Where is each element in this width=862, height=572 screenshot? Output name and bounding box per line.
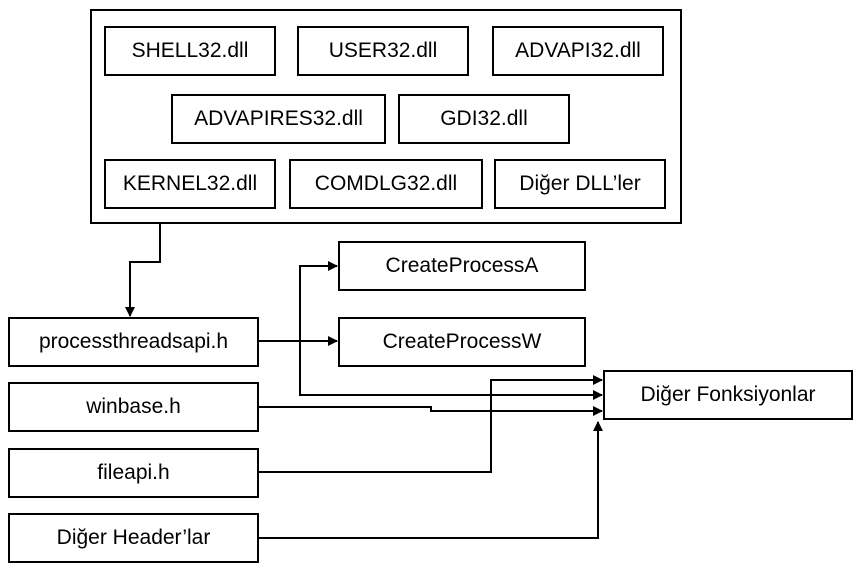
dll-user32: USER32.dll [297,26,469,76]
header-processthreadsapi: processthreadsapi.h [8,317,259,367]
header-other: Diğer Header’lar [8,513,259,563]
dll-shell32: SHELL32.dll [104,26,276,76]
function-createprocessw: CreateProcessW [338,317,586,367]
connector-other-headers-to-other [259,421,603,539]
dll-gdi32: GDI32.dll [398,94,570,144]
function-createprocessa: CreateProcessA [338,241,586,291]
connector-fileapi-to-other [259,375,603,473]
dll-comdlg32: COMDLG32.dll [289,159,483,209]
connector-kernel32-to-processthreadsapi [125,208,161,317]
dll-other: Diğer DLL’ler [494,159,666,209]
header-winbase: winbase.h [8,382,259,432]
connector-winbase-to-other [259,406,603,416]
header-fileapi: fileapi.h [8,448,259,498]
dll-advapi32: ADVAPI32.dll [492,26,664,76]
dll-kernel32: KERNEL32.dll [104,159,276,209]
dll-advapires32: ADVAPIRES32.dll [171,94,386,144]
connector-processthreadsapi-to-createprocessa [258,261,338,342]
function-other: Diğer Fonksiyonlar [603,370,853,420]
